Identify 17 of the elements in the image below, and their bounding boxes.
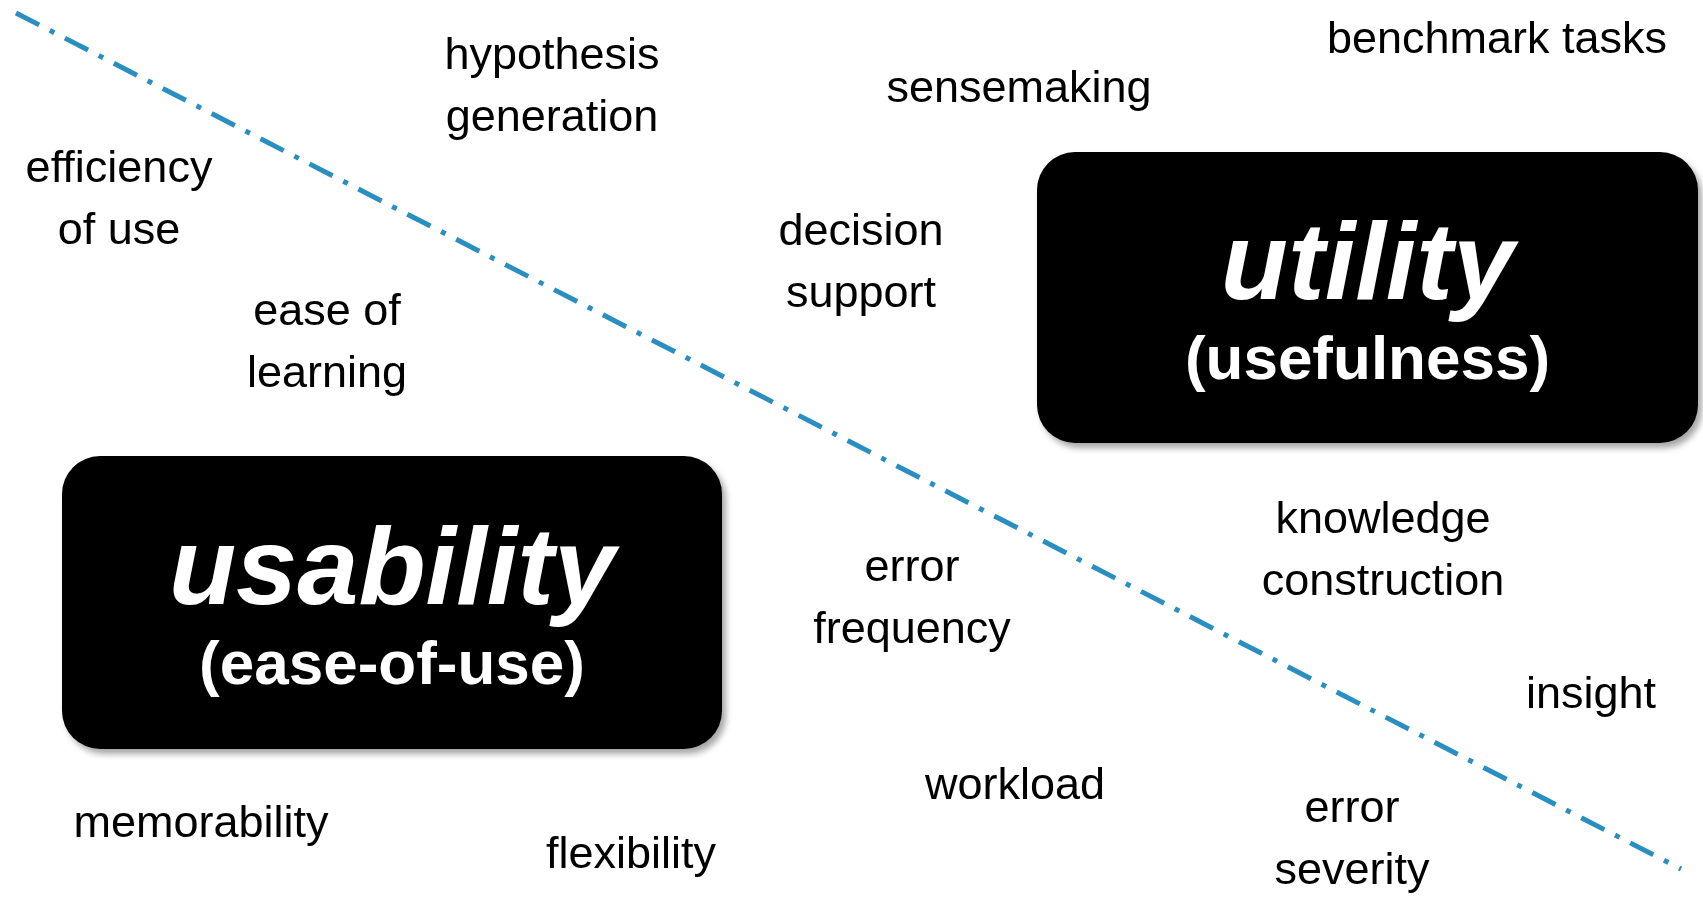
- term-label: efficiency of use: [24, 140, 214, 256]
- term-label: memorability: [73, 795, 329, 849]
- term-label: benchmark tasks: [1326, 11, 1668, 65]
- term-label: decision support: [777, 203, 945, 319]
- term-label: error severity: [1273, 780, 1431, 896]
- term-label: ease of learning: [245, 283, 409, 399]
- category-box: [1037, 152, 1698, 443]
- term-label: workload: [924, 757, 1106, 811]
- box-subtitle: (ease-of-use): [199, 627, 585, 699]
- term-label: insight: [1525, 666, 1657, 720]
- term-label: hypothesis generation: [443, 27, 661, 143]
- category-box: [62, 456, 722, 749]
- term-label: error frequency: [812, 539, 1012, 655]
- term-label: sensemaking: [886, 60, 1152, 114]
- term-label: knowledge construction: [1260, 491, 1506, 607]
- term-label: flexibility: [546, 826, 716, 880]
- box-subtitle: (usefulness): [1184, 322, 1551, 394]
